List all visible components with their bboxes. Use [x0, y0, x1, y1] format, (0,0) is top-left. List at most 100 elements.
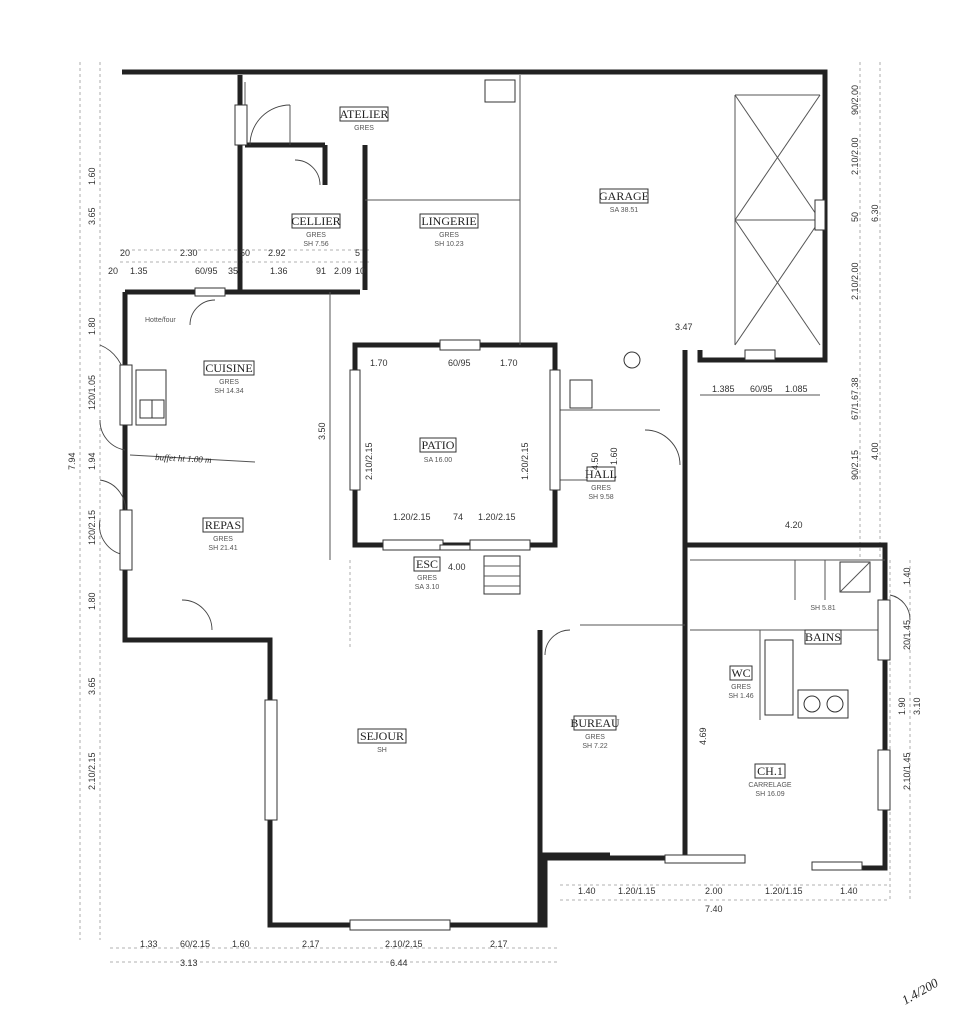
dimensions-patio: 1.70 60/95 1.70 1.20/2.15 74 1.20/2.15 4…	[364, 358, 530, 572]
dim-label: 1.20/1.15	[618, 886, 656, 896]
dim-label: 3.65	[87, 207, 97, 225]
chambre-sub2: SH 16.09	[755, 791, 784, 798]
chambre-sub: CARRELAGE	[748, 782, 792, 789]
dim-label: 91	[316, 266, 326, 276]
sejour-name: SEJOUR	[360, 729, 404, 743]
atelier-sub: GRES	[354, 125, 374, 132]
dim-label: 2.17	[302, 939, 320, 949]
dim-label: 90/2.15	[850, 450, 860, 480]
dim-label: 1.60	[609, 447, 619, 465]
wc-sub2: SH 1.46	[728, 693, 753, 700]
dim-label: 2.92	[268, 248, 286, 258]
construction-lines	[79, 62, 911, 963]
dim-label: 90/2.00	[850, 85, 860, 115]
dim-label: 3.47	[675, 322, 693, 332]
dim-label: 1.60	[87, 167, 97, 185]
wc-name: WC	[731, 666, 750, 680]
dim-label: 2.10/2.00	[850, 262, 860, 300]
dim-label: 2.17	[490, 939, 508, 949]
dim-label: 3.50	[317, 422, 327, 440]
hall-sub: GRES	[591, 485, 611, 492]
dim-label: 1.36	[270, 266, 288, 276]
dim-label: 2.10/1.45	[902, 752, 912, 790]
dim-label: 7.40	[705, 904, 723, 914]
esc-name: ESC	[416, 557, 438, 571]
fixtures	[135, 79, 871, 719]
room-cuisine: CUISINE GRES SH 14.34	[203, 360, 255, 395]
dim-label: 1.40	[902, 567, 912, 585]
dim-label: 1.94	[87, 452, 97, 470]
room-cellier: CELLIER GRES SH 7.56	[291, 213, 341, 248]
dim-label: 2.10/2.00	[850, 137, 860, 175]
dim-label: 60/95	[448, 358, 471, 368]
dim-label: 1.20/2.15	[478, 512, 516, 522]
dim-label: 1.70	[370, 358, 388, 368]
dimensions-right-bottom: 1.40 1.20/1.15 2.00 1.20/1.15 1.40 7.40	[578, 886, 858, 914]
dim-label: 10	[355, 266, 365, 276]
dim-label: 3.13	[180, 958, 198, 968]
repas-name: REPAS	[205, 518, 241, 532]
hall-sub2: SH 9.58	[588, 494, 613, 501]
cellier-sub: GRES	[306, 232, 326, 239]
dim-label: 1.35	[130, 266, 148, 276]
windows	[119, 104, 891, 931]
dim-label: 1.385	[712, 384, 735, 394]
cuisine-sub: GRES	[219, 379, 239, 386]
room-esc: ESC GRES SA 3.10	[413, 556, 441, 591]
hotte-note: Hotte/four	[145, 317, 176, 324]
patio-sub: SA 16.00	[424, 457, 453, 464]
dim-label: 6.30	[870, 204, 880, 222]
room-atelier: ATELIER GRES	[339, 106, 389, 132]
dim-label: 4.00	[448, 562, 466, 572]
dim-label: 1.60	[232, 939, 250, 949]
cuisine-name: CUISINE	[205, 361, 252, 375]
dim-label: 1.90	[897, 697, 907, 715]
room-labels: ATELIER GRES CELLIER GRES SH 7.56 LINGER…	[202, 106, 842, 798]
room-repas: REPAS GRES SH 21.41	[202, 517, 244, 552]
dim-label: 60/2.15	[180, 939, 210, 949]
esc-sub2: SA 3.10	[415, 584, 440, 591]
dim-label: 120/1.05	[87, 375, 97, 410]
room-lingerie: LINGERIE GRES SH 10.23	[419, 213, 479, 248]
garage-name: GARAGE	[599, 189, 649, 203]
doors	[99, 104, 911, 656]
dim-label: 74	[453, 512, 463, 522]
stair-icon	[483, 555, 521, 595]
garage-sub: SA 38.51	[610, 207, 639, 214]
dim-label: 2.10/2.15	[385, 939, 423, 949]
dim-label: 1.20/1.15	[765, 886, 803, 896]
dim-label: 50	[240, 248, 250, 258]
hall-name: HALL	[585, 467, 617, 481]
dimensions-left: 1.60 3.65 1.80 120/1.05 7.94 1.94 120/2.…	[67, 167, 97, 790]
repas-sub: GRES	[213, 536, 233, 543]
dim-label: 1.20/2.15	[520, 442, 530, 480]
esc-sub: GRES	[417, 575, 437, 582]
lingerie-name: LINGERIE	[421, 214, 476, 228]
bureau-sub: GRES	[585, 734, 605, 741]
dim-label: 120/2.15	[87, 510, 97, 545]
buffet-note: buffet ht 1.00 m	[155, 452, 212, 465]
dim-label: 1.40	[578, 886, 596, 896]
partitions	[129, 75, 885, 720]
dim-label: 1.80	[87, 592, 97, 610]
dim-label: 1.20/2.15	[393, 512, 431, 522]
dim-label: 67/1.67.38	[850, 377, 860, 420]
dim-label: 1.80	[87, 317, 97, 335]
dim-label: 4.50	[590, 452, 600, 470]
dim-label: 1.40	[840, 886, 858, 896]
bathtub-icon	[764, 639, 794, 716]
dim-label: 2.09	[334, 266, 352, 276]
cellier-name: CELLIER	[291, 214, 340, 228]
lingerie-sub: GRES	[439, 232, 459, 239]
dim-label: 1.33	[140, 939, 158, 949]
cuisine-sub2: SH 14.34	[214, 388, 243, 395]
patio-name: PATIO	[422, 438, 455, 452]
wc-sub: GRES	[731, 684, 751, 691]
chambre-name: CH.1	[757, 764, 783, 778]
dim-label: 20	[108, 266, 118, 276]
lingerie-sub2: SH 10.23	[434, 241, 463, 248]
repas-sub2: SH 21.41	[208, 545, 237, 552]
room-wc: WC GRES SH 1.46	[728, 665, 754, 700]
dimensions-bottom: 1.33 60/2.15 1.60 2.17 2.10/2.15 2.17 3.…	[140, 939, 508, 968]
